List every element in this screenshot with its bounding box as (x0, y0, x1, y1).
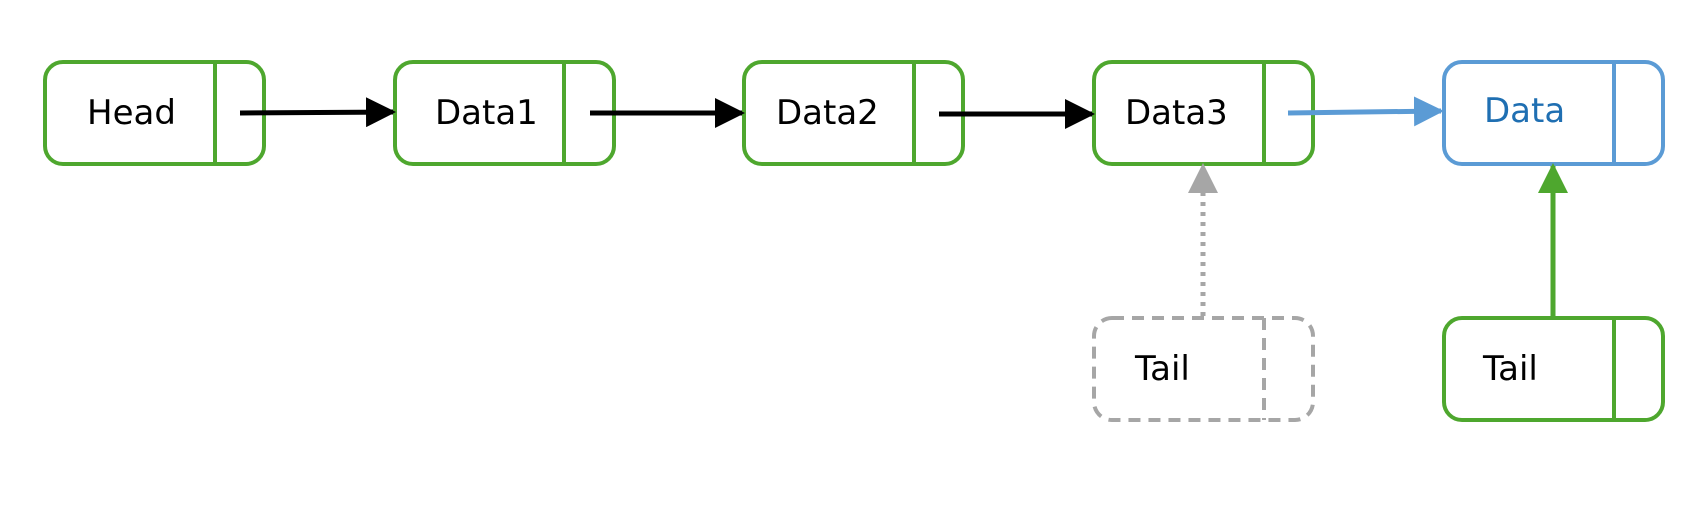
node-data3-label: Data3 (1125, 93, 1228, 133)
node-old-tail-label: Tail (1134, 349, 1190, 389)
node-new-tail-label: Tail (1482, 349, 1538, 389)
node-new-data: Data (1442, 60, 1665, 166)
node-data1-label: Data1 (435, 93, 538, 133)
node-data2-label: Data2 (776, 93, 879, 133)
node-new-tail: Tail (1442, 316, 1665, 422)
node-data2: Data2 (742, 60, 965, 166)
arrow-head-to-data1 (239, 97, 396, 128)
node-data1: Data1 (393, 60, 616, 166)
arrow-data3-to-new-data (1287, 96, 1444, 127)
node-old-tail: Tail (1092, 316, 1315, 422)
node-new-data-label: Data (1484, 91, 1565, 131)
node-head-label: Head (87, 93, 176, 133)
node-head: Head (43, 60, 266, 166)
node-data3: Data3 (1092, 60, 1315, 166)
